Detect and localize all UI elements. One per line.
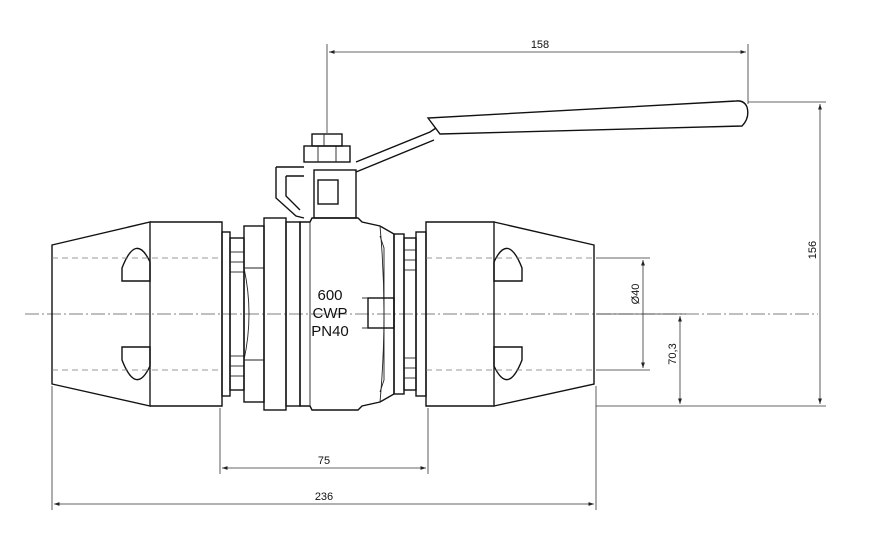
valve-stem [303, 133, 357, 219]
dimension-body-length [219, 408, 429, 474]
dimension-overall-height-label: 156 [807, 241, 819, 259]
dimension-overall-length-label: 236 [315, 491, 333, 503]
dimension-center-height-label: 70,3 [667, 343, 679, 364]
dimension-handle-length-label: 158 [531, 39, 549, 51]
body-marking-line1: 600 [317, 287, 342, 304]
lever-handle [275, 100, 749, 219]
dimension-overall-height [596, 101, 826, 407]
body-marking-line3: PN40 [311, 323, 349, 340]
left-hex-nut [243, 217, 301, 411]
dimension-handle-length [326, 44, 749, 133]
dimension-body-length-label: 75 [318, 455, 330, 467]
right-compression-fitting [425, 221, 595, 407]
body-marking-line2: CWP [313, 305, 348, 322]
dimension-center-height [596, 313, 686, 404]
dimension-bore-diameter-label: Ø40 [630, 284, 642, 305]
dimension-overall-length [51, 386, 597, 510]
